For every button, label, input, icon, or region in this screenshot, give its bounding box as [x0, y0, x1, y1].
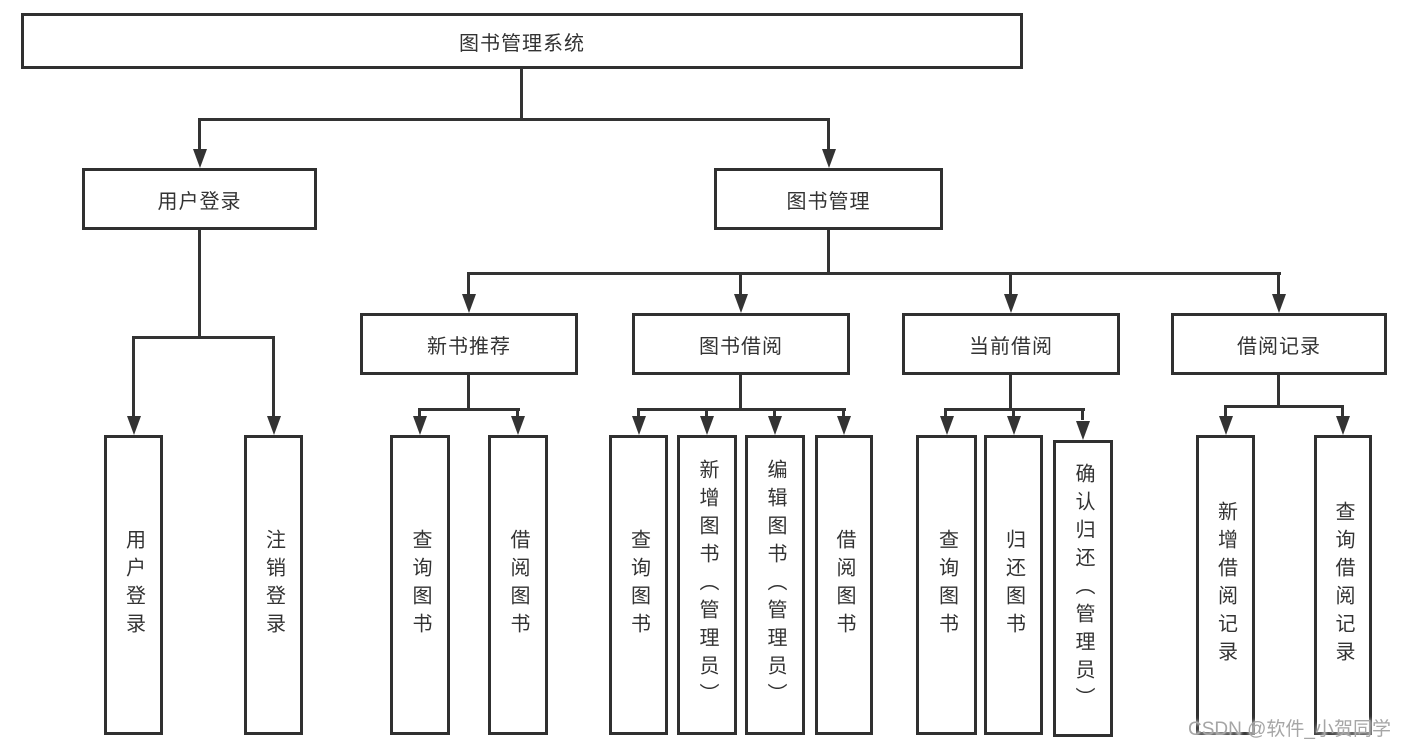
connector-vline [272, 336, 275, 418]
leaf-recommend-query-books: 查询图书 [390, 435, 450, 735]
node-book-borrow: 图书借阅 [632, 313, 850, 375]
arrowhead-down-icon [1004, 294, 1018, 313]
arrowhead-down-icon [126, 416, 141, 435]
connector-vline [1224, 405, 1227, 419]
connector-vline [198, 118, 201, 151]
arrowhead-down-icon [821, 149, 836, 168]
node-library-management-system: 图书管理系统 [21, 13, 1023, 69]
leaf-current-confirm-return-admin: 确认归还（管理员） [1053, 440, 1113, 737]
connector-vline [1081, 408, 1084, 420]
arrowhead-down-icon [413, 416, 427, 435]
node-new-book-recommend: 新书推荐 [360, 313, 578, 375]
arrowhead-down-icon [1218, 416, 1233, 435]
arrowhead-down-icon [631, 416, 646, 435]
node-book-management: 图书管理 [714, 168, 943, 230]
arrowhead-down-icon [1006, 416, 1021, 435]
csdn-watermark: CSDN @软件_小贺同学 [1188, 719, 1391, 740]
connector-vline [467, 375, 470, 409]
connector-vline [467, 272, 470, 297]
connector-vline [944, 408, 947, 418]
leaf-recommend-borrow-books: 借阅图书 [488, 435, 548, 735]
connector-vline [1277, 375, 1280, 406]
leaf-user-login: 用户登录 [104, 435, 163, 735]
arrowhead-down-icon [266, 416, 281, 435]
arrowhead-down-icon [700, 416, 714, 435]
arrowhead-down-icon [511, 416, 525, 435]
arrowhead-down-icon [939, 416, 954, 435]
connector-vline [516, 408, 519, 418]
node-current-borrow: 当前借阅 [902, 313, 1120, 375]
connector-vline [132, 336, 135, 418]
connector-hline [418, 408, 520, 411]
arrowhead-down-icon [1272, 294, 1286, 313]
arrowhead-down-icon [1076, 421, 1090, 440]
leaf-borrow-edit-books-admin: 编辑图书（管理员） [745, 435, 805, 735]
connector-vline [842, 408, 845, 418]
leaf-borrow-query-books: 查询图书 [609, 435, 668, 735]
arrowhead-down-icon [734, 294, 748, 313]
connector-vline [637, 408, 640, 418]
leaf-current-return-books: 归还图书 [984, 435, 1043, 735]
connector-vline [773, 408, 776, 418]
connector-hline [637, 408, 846, 411]
connector-vline [705, 408, 708, 418]
connector-vline [1277, 272, 1280, 297]
connector-vline [198, 230, 201, 337]
connector-vline [1009, 272, 1012, 297]
connector-vline [1012, 408, 1015, 418]
connector-hline [198, 118, 830, 121]
arrowhead-down-icon [1336, 416, 1350, 435]
connector-hline [1224, 405, 1344, 408]
connector-vline [739, 272, 742, 297]
leaf-current-query-books: 查询图书 [916, 435, 977, 735]
node-borrow-record: 借阅记录 [1171, 313, 1387, 375]
node-user-login: 用户登录 [82, 168, 317, 230]
leaf-record-add: 新增借阅记录 [1196, 435, 1255, 735]
connector-vline [1341, 405, 1344, 419]
arrowhead-down-icon [462, 294, 476, 313]
leaf-borrow-borrow-books: 借阅图书 [815, 435, 873, 735]
connector-vline [827, 118, 830, 151]
leaf-logout: 注销登录 [244, 435, 303, 735]
connector-vline [1009, 375, 1012, 409]
connector-vline [827, 230, 830, 273]
arrowhead-down-icon [768, 416, 782, 435]
connector-vline [739, 375, 742, 409]
leaf-borrow-add-books-admin: 新增图书（管理员） [677, 435, 737, 735]
connector-hline [132, 336, 275, 339]
connector-hline [468, 272, 1281, 275]
arrowhead-down-icon [837, 416, 851, 435]
connector-vline [520, 68, 523, 118]
arrowhead-down-icon [192, 149, 207, 168]
connector-vline [418, 408, 421, 418]
leaf-record-query: 查询借阅记录 [1314, 435, 1372, 735]
